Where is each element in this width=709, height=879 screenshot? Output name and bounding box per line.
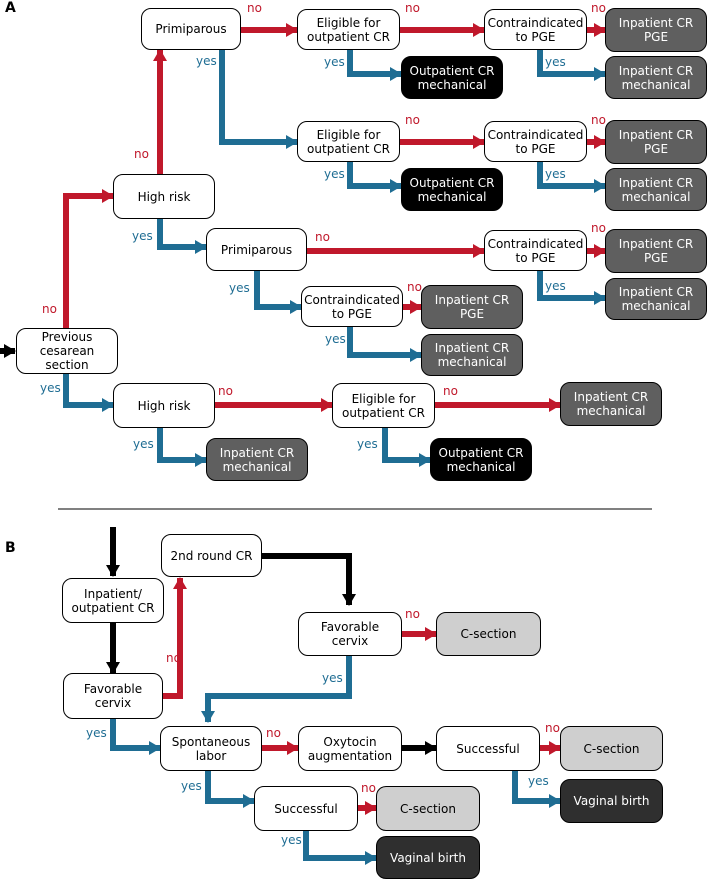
label-no: no [405, 1, 420, 15]
node-inpatient-pge-4: Inpatient CR PGE [421, 285, 523, 329]
label-yes: yes [40, 381, 61, 395]
label-no: no [134, 147, 149, 161]
label-no: no [218, 384, 233, 398]
label-no: no [405, 607, 420, 621]
node-contraindicated-2: Contraindicated to PGE [484, 121, 587, 162]
panel-b-label: B [5, 540, 16, 556]
node-high-risk-1: High risk [113, 174, 215, 219]
node-inpatient-pge-3: Inpatient CR PGE [605, 229, 707, 273]
node-spontaneous-labor: Spontaneous labor [160, 726, 262, 771]
node-inpatient-pge-2: Inpatient CR PGE [605, 120, 707, 164]
label-yes: yes [181, 779, 202, 793]
label-yes: yes [325, 332, 346, 346]
label-yes: yes [132, 229, 153, 243]
node-oxytocin-augmentation: Oxytocin augmentation [298, 726, 402, 771]
label-yes: yes [324, 167, 345, 181]
label-yes: yes [545, 167, 566, 181]
node-outpatient-mechanical-1: Outpatient CR mechanical [401, 56, 503, 99]
label-yes: yes [545, 55, 566, 69]
node-inpatient-mechanical-5: Inpatient CR mechanical [560, 382, 662, 426]
node-successful-2: Successful [254, 786, 358, 831]
node-inpatient-pge-1: Inpatient CR PGE [605, 8, 707, 52]
panel-a-label: A [5, 0, 16, 16]
label-yes: yes [357, 437, 378, 451]
label-no: no [591, 221, 606, 235]
node-inpatient-mechanical-4: Inpatient CR mechanical [421, 334, 523, 376]
label-yes: yes [229, 281, 250, 295]
label-no: no [407, 280, 422, 294]
label-no: no [266, 726, 281, 740]
node-inpatient-outpatient-cr: Inpatient/ outpatient CR [62, 578, 164, 623]
label-no: no [42, 302, 57, 316]
node-c-section-1: C-section [436, 612, 541, 656]
node-outpatient-mechanical-2: Outpatient CR mechanical [401, 168, 503, 211]
node-inpatient-mechanical-6: Inpatient CR mechanical [206, 438, 308, 481]
label-no: no [247, 1, 262, 15]
node-favorable-cervix-1: Favorable cervix [63, 673, 163, 719]
label-no: no [405, 113, 420, 127]
label-yes: yes [86, 726, 107, 740]
node-contraindicated-4: Contraindicated to PGE [301, 286, 403, 327]
node-c-section-3: C-section [376, 786, 480, 831]
node-second-round-cr: 2nd round CR [161, 534, 262, 577]
label-no: no [443, 384, 458, 398]
label-yes: yes [133, 437, 154, 451]
node-vaginal-birth-1: Vaginal birth [560, 779, 663, 823]
label-yes: yes [528, 774, 549, 788]
node-contraindicated-3: Contraindicated to PGE [484, 230, 587, 271]
node-inpatient-mechanical-2: Inpatient CR mechanical [605, 168, 707, 211]
label-yes: yes [545, 279, 566, 293]
node-inpatient-mechanical-3: Inpatient CR mechanical [605, 278, 707, 320]
label-yes: yes [281, 833, 302, 847]
label-no: no [361, 781, 376, 795]
node-eligible-1: Eligible for outpatient CR [297, 9, 400, 50]
node-primiparous-2: Primiparous [206, 228, 307, 271]
label-no: no [591, 113, 606, 127]
node-vaginal-birth-2: Vaginal birth [376, 836, 480, 879]
node-c-section-2: C-section [560, 726, 663, 771]
node-favorable-cervix-2: Favorable cervix [298, 612, 402, 656]
node-eligible-2: Eligible for outpatient CR [297, 121, 400, 162]
node-high-risk-2: High risk [113, 383, 215, 428]
node-outpatient-mechanical-3: Outpatient CR mechanical [430, 438, 532, 481]
label-no: no [315, 230, 330, 244]
node-previous-cesarean: Previous cesarean section [16, 328, 118, 374]
label-no: no [545, 721, 560, 735]
node-eligible-3: Eligible for outpatient CR [332, 383, 435, 428]
label-no: no [591, 1, 606, 15]
label-no: no [166, 651, 181, 665]
node-inpatient-mechanical-1: Inpatient CR mechanical [605, 56, 707, 99]
node-contraindicated-1: Contraindicated to PGE [484, 9, 587, 50]
label-yes: yes [324, 55, 345, 69]
node-successful-1: Successful [436, 726, 540, 771]
node-primiparous-1: Primiparous [141, 8, 241, 50]
label-yes: yes [196, 54, 217, 68]
label-yes: yes [322, 671, 343, 685]
